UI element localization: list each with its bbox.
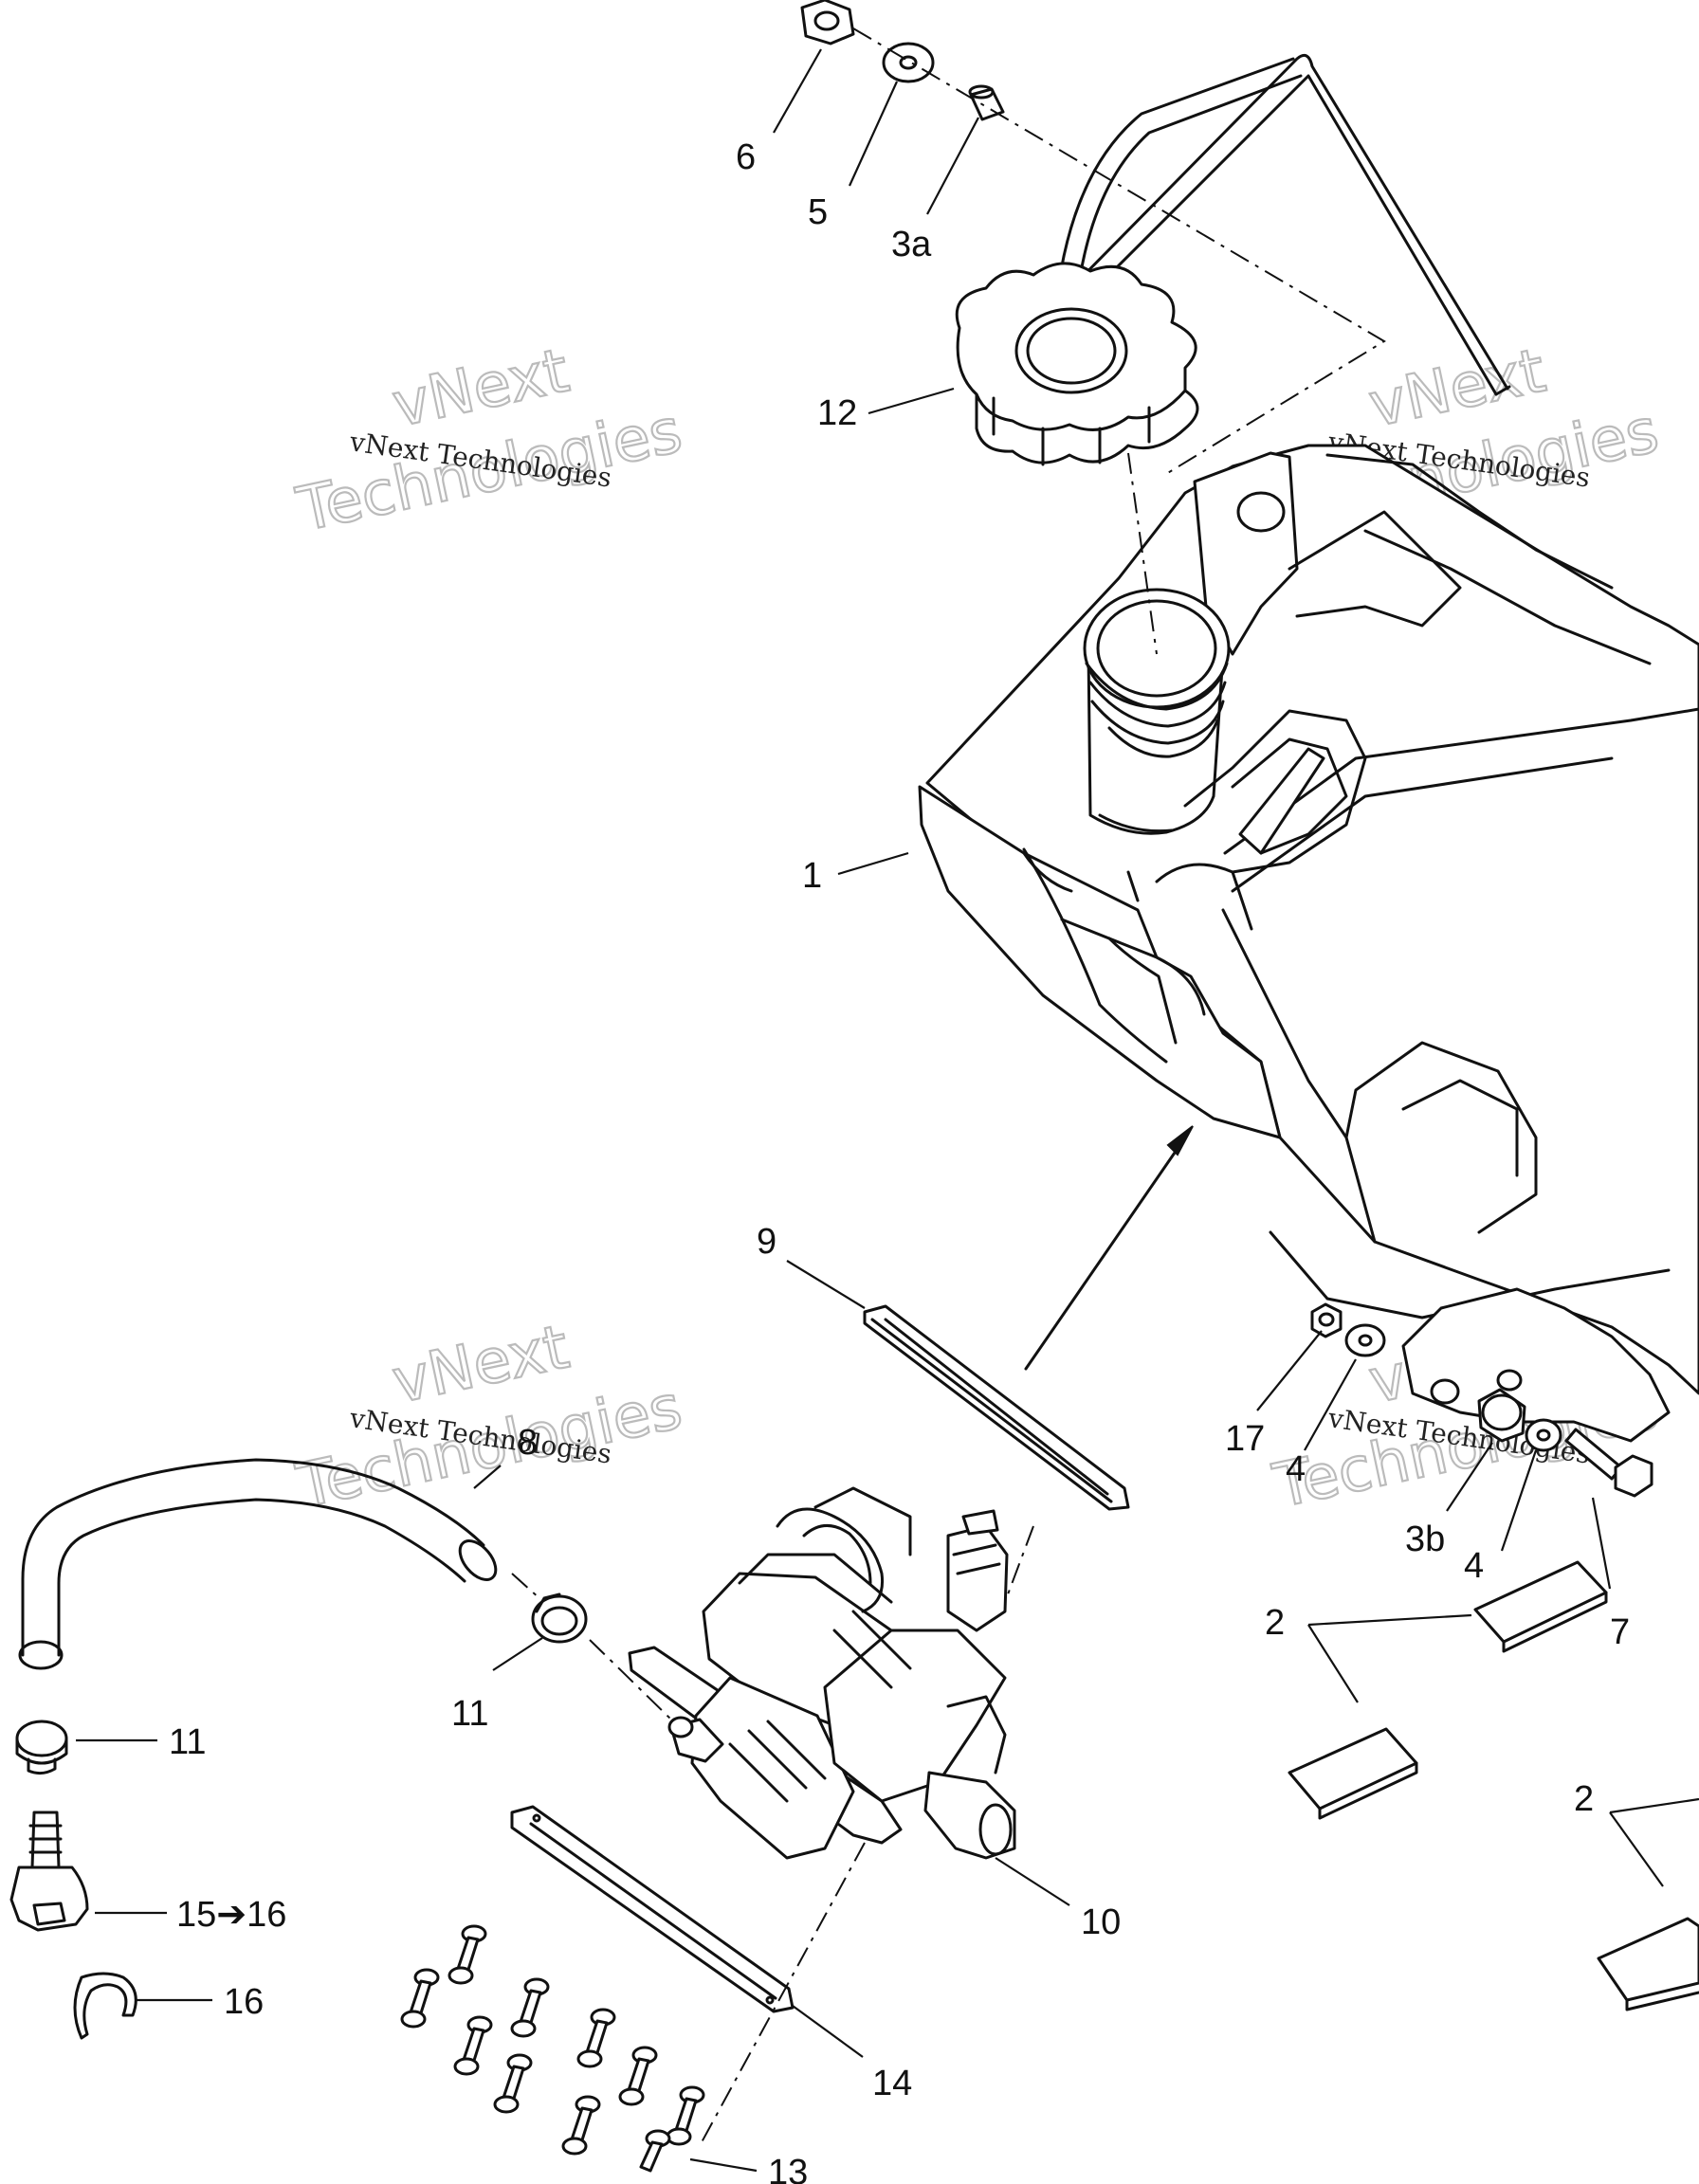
nut-17 — [1310, 1302, 1343, 1338]
clip-16 — [73, 1972, 137, 2040]
axis-cap-to-neck — [1127, 452, 1158, 655]
fuel-pump-10 — [628, 1486, 1016, 1860]
clamp-11-loose — [15, 1720, 68, 1775]
spacer-3b — [1477, 1388, 1526, 1443]
callout-5: 5 — [808, 192, 828, 232]
fuel-tank-1 — [918, 444, 1699, 1443]
washer-4-inner — [1344, 1323, 1386, 1357]
callout-2-middle: 2 — [1265, 1603, 1285, 1643]
bolt-7 — [1564, 1428, 1653, 1498]
callout-2-lower: 2 — [1574, 1779, 1594, 1819]
callout-11-pump: 11 — [451, 1694, 488, 1734]
callout-9: 9 — [757, 1222, 776, 1262]
callout-17: 17 — [1225, 1419, 1265, 1459]
callout-10: 10 — [1081, 1902, 1121, 1942]
callout-11-loose: 11 — [169, 1722, 206, 1762]
callout-12: 12 — [817, 393, 857, 433]
callout-6: 6 — [736, 137, 756, 177]
axis-clamp-to-pump — [589, 1639, 672, 1720]
callout-1: 1 — [802, 856, 822, 896]
pad-2-middle — [1288, 1727, 1418, 1820]
mounting-plate-14 — [510, 1805, 795, 2013]
callout-16: 16 — [224, 1982, 264, 2022]
washer-4-outer — [1525, 1418, 1562, 1452]
axis-top-hardware — [852, 27, 1386, 475]
callout-15: 15➔16 — [176, 1895, 286, 1935]
screws-13 — [400, 1924, 705, 2173]
callout-8: 8 — [518, 1423, 538, 1463]
axis-pump-to-gasket — [1004, 1525, 1034, 1603]
fuel-cap-12 — [955, 262, 1199, 466]
clamp-11-pump — [531, 1592, 588, 1644]
assembly-arrow — [1024, 1125, 1194, 1371]
pad-2-upper — [1473, 1560, 1608, 1653]
fuel-line-8 — [18, 1458, 498, 1670]
callout-4-inner: 4 — [1286, 1449, 1306, 1489]
fitting-15 — [9, 1811, 89, 1932]
callout-14: 14 — [872, 2064, 912, 2103]
pad-2-lower — [1597, 1917, 1699, 2011]
watermark-top-left: vNext Technologies vNext Technologies — [290, 335, 689, 547]
callout-4-outer: 4 — [1464, 1546, 1484, 1586]
nut-6 — [800, 0, 855, 46]
leader-lines — [76, 48, 1699, 2173]
gasket-9 — [863, 1304, 1130, 1511]
callout-7: 7 — [1610, 1612, 1630, 1652]
watermark-bottom-left: vNext Technologies vNext Technologies — [290, 1311, 689, 1523]
callout-3b: 3b — [1405, 1520, 1445, 1559]
callout-13: 13 — [768, 2153, 808, 2184]
callout-3a: 3a — [891, 225, 932, 264]
axis-plate-to-pump — [701, 1842, 866, 2143]
washer-5 — [882, 42, 935, 83]
